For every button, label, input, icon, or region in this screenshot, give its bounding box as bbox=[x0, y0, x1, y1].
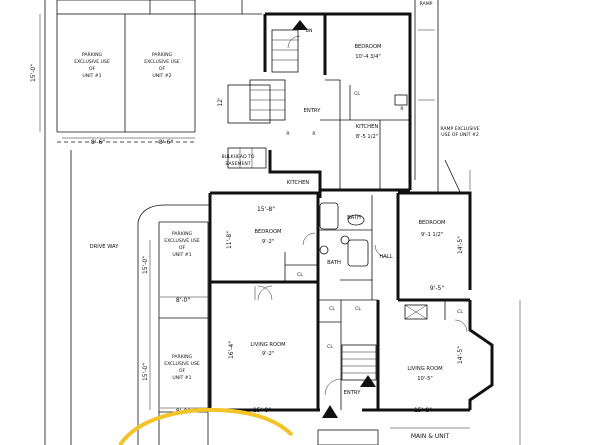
door-swings bbox=[254, 35, 468, 396]
svg-text:UNIT #1: UNIT #1 bbox=[82, 73, 101, 79]
svg-text:OF: OF bbox=[159, 66, 166, 72]
closet-label-6: CL bbox=[457, 309, 463, 315]
room-living-right: LIVING ROOM 10'-5" bbox=[407, 366, 442, 382]
dim-top-8-6-b: 8'-6" bbox=[159, 139, 173, 146]
dim-h-14-5-top: 14'-5" bbox=[457, 236, 464, 254]
svg-text:RAMP EXCLUSIVE: RAMP EXCLUSIVE bbox=[440, 126, 479, 132]
svg-text:EXCLUSIVE USE: EXCLUSIVE USE bbox=[164, 361, 200, 367]
room-hall: HALL bbox=[379, 254, 392, 260]
svg-text:OF: OF bbox=[179, 368, 186, 374]
parking-mid-left: PARKING EXCLUSIVE USE OF UNIT #1 bbox=[164, 231, 200, 258]
dim-top-8-6-a: 8'-6" bbox=[91, 139, 105, 146]
dim-w-9-5: 9'-5" bbox=[430, 285, 444, 292]
svg-text:10'-4 3/4": 10'-4 3/4" bbox=[355, 54, 381, 60]
svg-text:10'-5": 10'-5" bbox=[417, 376, 433, 382]
dim-h-12: 12' bbox=[217, 97, 224, 107]
svg-text:UNIT #2: UNIT #2 bbox=[152, 73, 171, 79]
svg-text:BEDROOM: BEDROOM bbox=[254, 229, 281, 235]
svg-text:UNIT #1: UNIT #1 bbox=[172, 252, 191, 258]
dim-h-11-8: 11'-8" bbox=[226, 231, 233, 249]
svg-text:LIVING ROOM: LIVING ROOM bbox=[250, 342, 285, 348]
parking-top-right: PARKING EXCLUSIVE USE OF UNIT #2 bbox=[144, 52, 180, 79]
closet-label-4: CL bbox=[327, 344, 333, 350]
svg-text:KITCHEN: KITCHEN bbox=[356, 124, 379, 130]
room-bath-upper: BATH bbox=[347, 215, 361, 221]
room-entry-top: ENTRY bbox=[304, 108, 322, 114]
svg-text:BEDROOM: BEDROOM bbox=[354, 44, 381, 50]
svg-text:UNIT #1: UNIT #1 bbox=[172, 375, 191, 381]
site-lines bbox=[44, 0, 262, 445]
closet-label-1: CL bbox=[354, 91, 360, 97]
room-kitchen-top: KITCHEN 8'-5 1/2" bbox=[356, 124, 379, 140]
room-entry-bottom: ENTRY bbox=[344, 390, 362, 396]
svg-text:EXCLUSIVE USE: EXCLUSIVE USE bbox=[74, 59, 110, 65]
svg-text:8'-5 1/2": 8'-5 1/2" bbox=[356, 134, 378, 140]
dim-w-15-8-top: 15'-8" bbox=[257, 206, 275, 213]
dim-mid-8: 8'-0" bbox=[176, 297, 190, 304]
stair-lower bbox=[317, 344, 379, 445]
dim-h-16-4: 16'-4" bbox=[228, 341, 235, 359]
room-bedroom-right: BEDROOM 9'-1 1/2" bbox=[418, 220, 445, 238]
highlight-arc bbox=[118, 407, 294, 445]
dn-label: DN bbox=[306, 28, 313, 34]
svg-text:PARKING: PARKING bbox=[82, 52, 103, 58]
svg-text:BULKHEAD TO: BULKHEAD TO bbox=[221, 154, 254, 160]
dim-low-15: 15'-0" bbox=[142, 363, 149, 381]
svg-text:USE OF UNIT #2: USE OF UNIT #2 bbox=[441, 132, 479, 138]
closet-label-2: CL bbox=[329, 306, 335, 312]
exterior-walls bbox=[208, 12, 494, 412]
svg-text:LIVING ROOM: LIVING ROOM bbox=[407, 366, 442, 372]
room-bath-lower: BATH bbox=[327, 260, 341, 266]
room-bedroom-mid: BEDROOM 9'-2" bbox=[254, 229, 281, 245]
room-bedroom-top: BEDROOM 10'-4 3/4" bbox=[354, 44, 381, 60]
closet-label-5: CL bbox=[297, 272, 303, 278]
svg-text:EXCLUSIVE USE: EXCLUSIVE USE bbox=[164, 238, 200, 244]
driveway-label: DRIVE WAY bbox=[90, 244, 120, 250]
svg-text:PARKING: PARKING bbox=[152, 52, 173, 58]
fridge-label-3: R bbox=[400, 106, 404, 112]
dim-w-15-8-bot: 15'-8" bbox=[253, 407, 271, 414]
svg-text:9'-1 1/2": 9'-1 1/2" bbox=[421, 232, 443, 238]
ramp-label: RAMP bbox=[420, 1, 433, 7]
dim-h-14-5-bot: 14'-5" bbox=[457, 346, 464, 364]
footer-label: MAIN & UNIT bbox=[411, 433, 450, 440]
svg-text:PARKING: PARKING bbox=[172, 354, 193, 360]
entry-markers bbox=[292, 20, 376, 418]
svg-text:9'-2": 9'-2" bbox=[262, 239, 274, 245]
parking-top-left: PARKING EXCLUSIVE USE OF UNIT #1 bbox=[74, 52, 110, 79]
fridge-label-1: R bbox=[286, 131, 290, 137]
room-kitchen-lower: KITCHEN bbox=[287, 180, 310, 186]
svg-text:BASEMENT: BASEMENT bbox=[225, 161, 250, 167]
svg-text:EXCLUSIVE USE: EXCLUSIVE USE bbox=[144, 59, 180, 65]
svg-text:PARKING: PARKING bbox=[172, 231, 193, 237]
closet-label-3: CL bbox=[355, 306, 361, 312]
parking-bottom-left: PARKING EXCLUSIVE USE OF UNIT #1 bbox=[164, 354, 200, 381]
svg-text:OF: OF bbox=[89, 66, 96, 72]
ramp-exclusive-note: RAMP EXCLUSIVE USE OF UNIT #2 bbox=[440, 126, 479, 138]
stair-upper bbox=[227, 29, 299, 169]
svg-text:BEDROOM: BEDROOM bbox=[418, 220, 445, 226]
ramp bbox=[414, 0, 521, 445]
dim-w-15-8-right: 15'-8" bbox=[414, 407, 432, 414]
svg-text:9'-2": 9'-2" bbox=[262, 351, 274, 357]
dim-mid-15: 15'-0" bbox=[142, 256, 149, 274]
fridge-label-2: R bbox=[312, 131, 316, 137]
room-living-left: LIVING ROOM 9'-2" bbox=[250, 342, 285, 357]
dim-left-15: 15'-0" bbox=[30, 64, 37, 82]
bulkhead-note: BULKHEAD TO BASEMENT bbox=[221, 154, 254, 167]
interior-walls bbox=[284, 85, 446, 410]
fixtures bbox=[319, 94, 428, 320]
svg-text:OF: OF bbox=[179, 245, 186, 251]
